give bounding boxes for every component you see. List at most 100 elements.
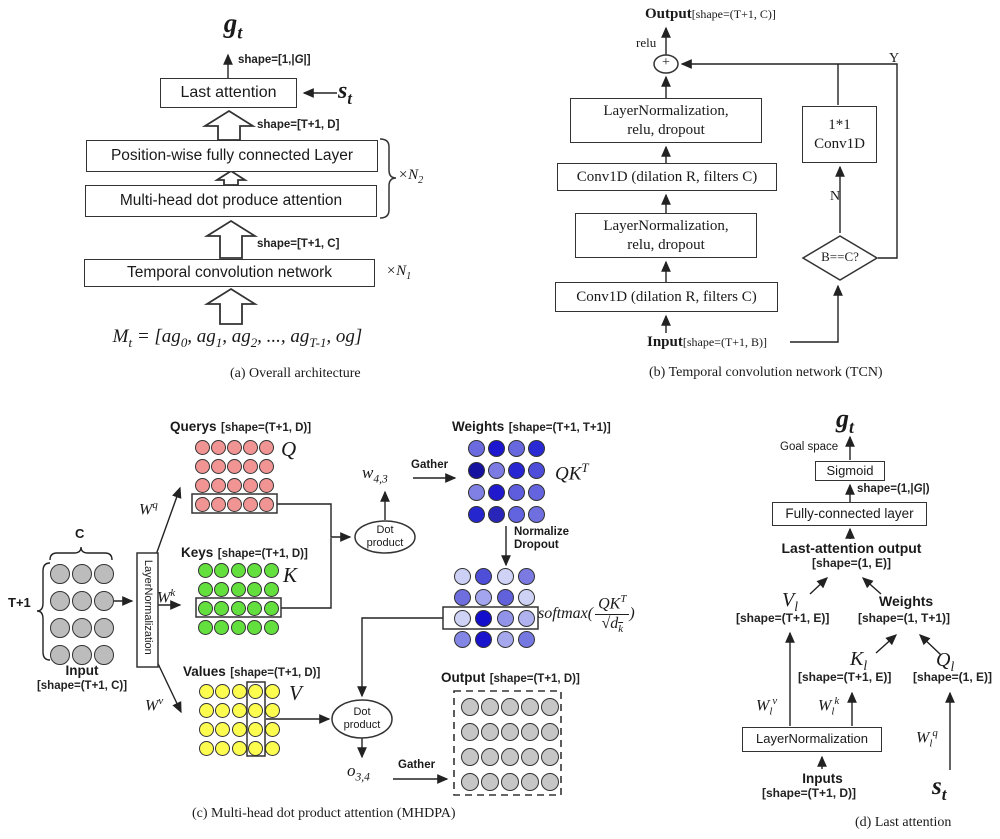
caption-c: (c) Multi-head dot product attention (MH… <box>192 806 456 821</box>
querys-row-box <box>191 493 278 514</box>
layernorm-relu-dropout-box-1: LayerNormalization,relu, dropout <box>570 98 762 143</box>
last-attention-output-label: Last-attention output <box>781 540 922 556</box>
st-symbol: st <box>338 78 352 108</box>
output-header-c: Output [shape=(T+1, D)] <box>441 669 580 687</box>
pwfc-box: Position-wise fully connected Layer <box>86 140 378 172</box>
st-symbol-d: st <box>932 773 947 804</box>
block-arrow-up-icon <box>203 287 259 325</box>
ql-symbol: Ql <box>936 649 955 674</box>
caption-d: (d) Last attention <box>855 815 952 830</box>
shape-label: shape=[T+1, C] <box>257 238 340 250</box>
conv1d-box-1: Conv1D (dilation R, filters C) <box>557 163 777 191</box>
q-symbol: Q <box>281 437 297 461</box>
layernorm-vertical-label: LayerNormalization <box>141 559 154 655</box>
block-arrow-up-icon <box>203 219 259 259</box>
output-shape-c: [shape=(T+1, D)] <box>489 673 580 685</box>
input-label-bold: Input <box>647 334 683 350</box>
gather-label-2: Gather <box>398 759 436 771</box>
yes-label: Y <box>889 51 900 66</box>
last-attention-box: Last attention <box>160 78 297 108</box>
tcn-box: Temporal convolution network <box>84 259 375 287</box>
sigmoid-box: Sigmoid <box>815 461 885 481</box>
panel-b-lines <box>661 26 898 343</box>
caption-b: (b) Temporal convolution network (TCN) <box>649 365 883 380</box>
block-arrow-up-icon <box>213 169 249 186</box>
weights-shape-c: [shape=(T+1, T+1)] <box>508 422 611 434</box>
o34-symbol: o3,4 <box>347 761 370 784</box>
selection-rects <box>191 493 539 757</box>
layernorm-relu-dropout-box-2: LayerNormalization,relu, dropout <box>575 213 757 258</box>
wlk-symbol: Wlk <box>818 695 840 718</box>
values-header: Values [shape=(T+1, D)] <box>183 663 320 681</box>
querys-title: Querys <box>170 419 217 434</box>
n2-label: ×N2 <box>398 167 424 186</box>
keys-row-box <box>195 597 282 618</box>
last-attention-output-shape: [shape=(1, E)] <box>811 556 892 570</box>
output-label: Output[shape=(T+1, C)] <box>645 5 776 23</box>
input-shape-c: [shape=(T+1, C)] <box>36 680 128 692</box>
wk-symbol: Wk <box>157 587 176 607</box>
wlq-symbol: Wlq <box>916 727 938 750</box>
input-formula: Mt = [ag0, ag1, ag2, ..., agT-1, og] <box>112 326 363 350</box>
softmax-formula: softmax(QKT√dk) <box>538 593 635 635</box>
output-title-c: Output <box>441 670 486 685</box>
gt-symbol: gt <box>223 8 243 43</box>
output-label-bold: Output <box>645 6 692 22</box>
querys-header: Querys [shape=(T+1, D)] <box>170 418 311 436</box>
dot-product-node-2 <box>331 699 393 739</box>
shape-label: shape=[1,|G|] <box>238 54 311 66</box>
k-symbol: K <box>283 563 298 587</box>
inputs-title-d: Inputs <box>802 771 843 786</box>
v-symbol: V <box>289 681 302 705</box>
output-label-shape: [shape=(T+1, C)] <box>691 7 776 21</box>
qkt-symbol: QKT <box>555 460 589 485</box>
c-brace <box>49 546 113 561</box>
relu-label: relu <box>636 35 657 50</box>
wv-symbol: Wv <box>145 695 164 715</box>
vl-shape: [shape=(T+1, E)] <box>736 611 830 625</box>
ql-shape: [shape=(1, E)] <box>913 670 993 684</box>
weights-title-c: Weights <box>452 419 505 434</box>
kl-symbol: Kl <box>850 648 868 673</box>
fully-connected-box: Fully-connected layer <box>772 502 927 526</box>
vl-symbol: Vl <box>782 589 798 614</box>
output-dashed-box <box>453 690 562 796</box>
block-arrow-up-icon <box>201 109 257 141</box>
input-label-b: Input[shape=(T+1, B)] <box>647 333 767 351</box>
values-col-box <box>246 681 266 757</box>
values-shape: [shape=(T+1, D)] <box>230 667 321 679</box>
panel-a-arrows <box>223 53 337 98</box>
input-label-shape: [shape=(T+1, B)] <box>682 335 768 349</box>
plus-sign: + <box>662 55 670 70</box>
gather-label-1: Gather <box>411 459 449 471</box>
keys-header: Keys [shape=(T+1, D)] <box>181 544 308 562</box>
condition-label: B==C? <box>821 249 859 264</box>
t1-brace <box>36 562 51 661</box>
mhdpa-box: Multi-head dot produce attention <box>85 185 377 217</box>
wq-symbol: Wq <box>139 499 158 519</box>
softmax-row-box <box>442 606 539 630</box>
no-label: N <box>830 189 841 204</box>
condition-diamond <box>801 235 879 281</box>
shape-label: shape=[T+1, D] <box>257 119 340 131</box>
panel-c-lines <box>36 473 511 784</box>
panel-d-lines <box>785 435 955 770</box>
weights-title-d: Weights <box>879 593 934 609</box>
dot-product-node-1 <box>354 520 416 554</box>
t1-dim-label: T+1 <box>8 595 31 610</box>
n2-brace <box>379 138 397 219</box>
layernorm-box-c <box>136 552 159 668</box>
values-title: Values <box>183 664 226 679</box>
wlv-symbol: Wlv <box>756 695 778 718</box>
n1-label: ×N1 <box>386 263 412 282</box>
panel-a-block-arrows <box>201 109 259 325</box>
conv1d-box-2: Conv1D (dilation R, filters C) <box>555 282 778 312</box>
shape-g-label: shape=(1,|G|) <box>857 483 930 495</box>
querys-shape: [shape=(T+1, D)] <box>220 422 312 434</box>
inputs-shape-d: [shape=(T+1, D)] <box>762 786 857 800</box>
